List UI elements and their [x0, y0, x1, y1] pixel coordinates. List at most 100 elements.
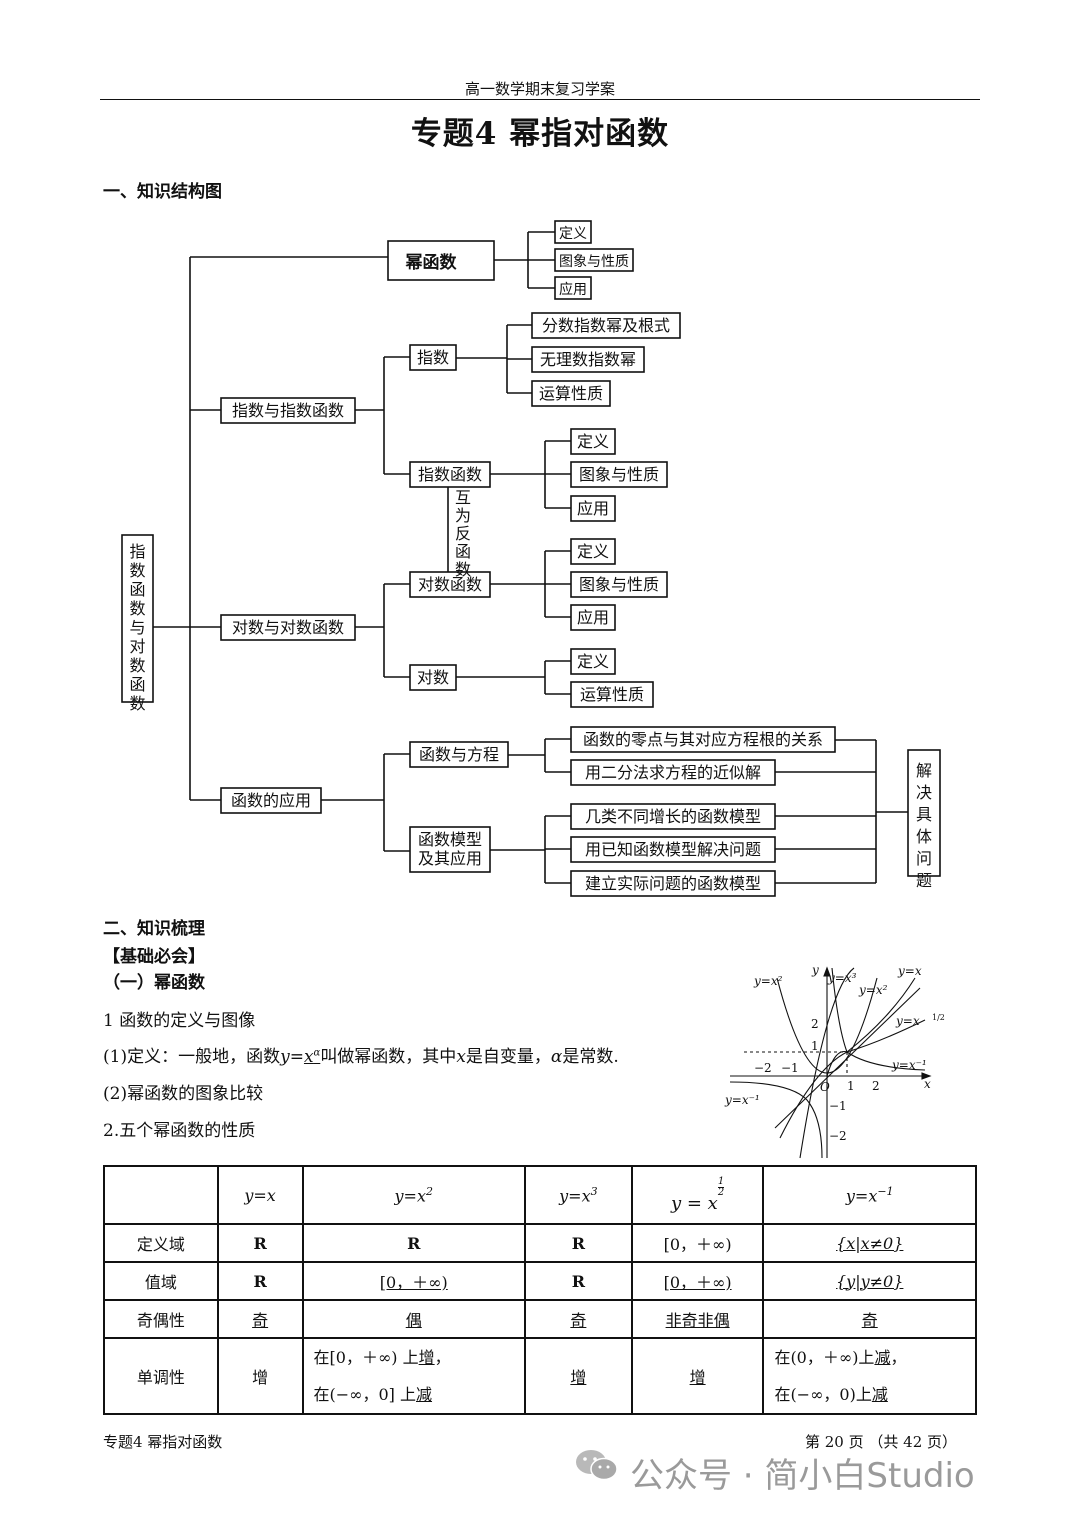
cell-range-x3: R [523, 1261, 633, 1301]
tick-x-neg1: −1 [781, 1061, 799, 1075]
row-label-monotonicity: 单调性 [103, 1337, 219, 1415]
svg-text:具: 具 [916, 805, 932, 824]
tick-y-neg2: −2 [829, 1129, 847, 1143]
tick-y-neg1: −1 [829, 1099, 847, 1113]
cell-range-x2: [0，＋∞) [301, 1261, 526, 1301]
node-log-def: 定义 [577, 542, 609, 561]
root-box [121, 534, 154, 703]
svg-text:与: 与 [129, 618, 145, 637]
svg-text:对: 对 [129, 637, 145, 656]
node-build-models: 建立实际问题的函数模型 [585, 874, 761, 893]
footer-left: 专题4 幂指对函数 [103, 1433, 223, 1451]
inverse-label: 互 为 反 函 数 [455, 488, 471, 579]
node-bisection: 用二分法求方程的近似解 [585, 763, 761, 782]
label-x2-right: y=x² [858, 983, 888, 997]
label-x3: y=x³ [827, 971, 857, 985]
node-log: 对数 [417, 668, 449, 687]
part-heading-power: （一）幂函数 [103, 973, 205, 993]
svg-text:指: 指 [129, 542, 145, 561]
node-func-model-l2: 及其应用 [418, 849, 482, 868]
cell-mono-sqrt: 增 [630, 1337, 765, 1415]
node-fractional-power: 分数指数幂及根式 [542, 316, 670, 335]
cell-range-x: R [216, 1261, 304, 1301]
power-function-graph: y=x² y=x³ y=x² y=x y=x y=x⁻¹ y=x⁻¹ x y O… [724, 963, 945, 1159]
tick-y2: 2 [811, 1017, 819, 1031]
cell-parity-x: 奇 [216, 1299, 304, 1339]
item-definition-graph: 1 函数的定义与图像 [103, 1011, 256, 1031]
svg-text:数: 数 [129, 656, 145, 675]
svg-text:体: 体 [916, 827, 932, 846]
svg-text:反: 反 [455, 524, 471, 543]
header-rule [100, 99, 980, 100]
cell-parity-sqrt: 非奇非偶 [630, 1299, 765, 1339]
cell-mono-x2: 在[0，＋∞) 上增， 在(−∞，0] 上减 [301, 1337, 526, 1415]
node-exp-app: 应用 [577, 499, 609, 518]
tick-y1: 1 [811, 1039, 819, 1053]
node-power-app: 应用 [559, 281, 587, 298]
svg-text:数: 数 [455, 560, 471, 579]
header-y-inv: y=x−1 [762, 1165, 977, 1225]
node-func-equation: 函数与方程 [419, 745, 499, 764]
svg-text:数: 数 [129, 599, 145, 618]
section-heading-structure: 一、知识结构图 [103, 182, 222, 202]
cell-range-sqrt: [0，＋∞) [630, 1261, 765, 1301]
node-log-graph: 图象与性质 [579, 575, 659, 594]
row-label-range: 值域 [103, 1261, 219, 1301]
definition-line: (1)定义：一般地，函数y=xα叫做幂函数，其中x是自变量，α是常数. [103, 1047, 619, 1067]
axis-y-label: y [811, 963, 819, 977]
header-y-x3: y=x3 [523, 1165, 633, 1225]
item-five-properties: 2.五个幂函数的性质 [103, 1121, 256, 1141]
label-x2-left: y=x² [753, 974, 783, 988]
svg-text:函: 函 [455, 542, 471, 561]
node-log-def2: 定义 [577, 652, 609, 671]
label-x: y=x [897, 964, 922, 978]
node-growth-models: 几类不同增长的函数模型 [585, 807, 761, 826]
tick-x-neg2: −2 [754, 1061, 772, 1075]
node-app-branch: 函数的应用 [231, 791, 311, 810]
cell-mono-inv: 在(0，＋∞)上减， 在(−∞，0)上减 [762, 1337, 977, 1415]
origin-label: O [820, 1080, 830, 1094]
node-log-function: 对数函数 [418, 575, 482, 594]
label-sqrt: y=x [895, 1014, 920, 1028]
cell-mono-x: 增 [216, 1337, 304, 1415]
row-label-parity: 奇偶性 [103, 1299, 219, 1339]
knowledge-structure-diagram: 指 数 函 数 与 对 数 函 数 幂函数 定义 图象与性质 应用 指数与指数函… [121, 220, 941, 897]
cell-range-inv: {y|y≠0} [762, 1261, 977, 1301]
page-title: 专题4 幂指对函数 [410, 116, 670, 152]
axis-x-label: x [924, 1077, 931, 1091]
node-exp-rules: 运算性质 [539, 384, 603, 403]
node-zero-roots: 函数的零点与其对应方程根的关系 [583, 730, 823, 749]
svg-text:题: 题 [916, 871, 932, 890]
footer-page-number: 第 20 页 （共 42 页） [805, 1433, 958, 1451]
header-y-x: y=x [216, 1165, 304, 1225]
svg-text:函: 函 [129, 580, 145, 599]
node-exp-function: 指数函数 [418, 465, 482, 484]
table-row: 定义域 R R R [0，＋∞) {x|x≠0} [103, 1223, 977, 1263]
table-corner-cell [103, 1165, 219, 1225]
cell-parity-inv: 奇 [762, 1299, 977, 1339]
node-zhishu: 指数 [417, 348, 449, 367]
node-power-graph: 图象与性质 [559, 254, 629, 270]
svg-text:解: 解 [916, 761, 932, 780]
section-heading-summary: 二、知识梳理 [103, 919, 205, 939]
solve-label: 解 决 具 体 问 题 [916, 761, 932, 890]
node-log-rules: 运算性质 [580, 685, 644, 704]
node-irrational-power: 无理数指数幂 [540, 350, 636, 369]
tick-x2: 2 [872, 1079, 880, 1093]
page-header: 高一数学期末复习学案 [464, 80, 615, 98]
table-row: 值域 R [0，＋∞) R [0，＋∞) {y|y≠0} [103, 1261, 977, 1301]
table-row: 奇偶性 奇 偶 奇 非奇非偶 奇 [103, 1299, 977, 1339]
svg-text:互: 互 [455, 488, 471, 507]
label-inv-right: y=x⁻¹ [891, 1058, 927, 1072]
svg-text:决: 决 [916, 783, 932, 802]
node-log-branch: 对数与对数函数 [232, 618, 344, 637]
cell-mono-x3: 增 [523, 1337, 633, 1415]
node-exp-def: 定义 [577, 432, 609, 451]
watermark-text: 公众号 · 简小白Studio [630, 1456, 975, 1496]
wechat-icon [574, 1448, 620, 1482]
svg-text:数: 数 [129, 561, 145, 580]
cell-domain-x: R [216, 1223, 304, 1263]
row-label-domain: 定义域 [103, 1223, 219, 1263]
